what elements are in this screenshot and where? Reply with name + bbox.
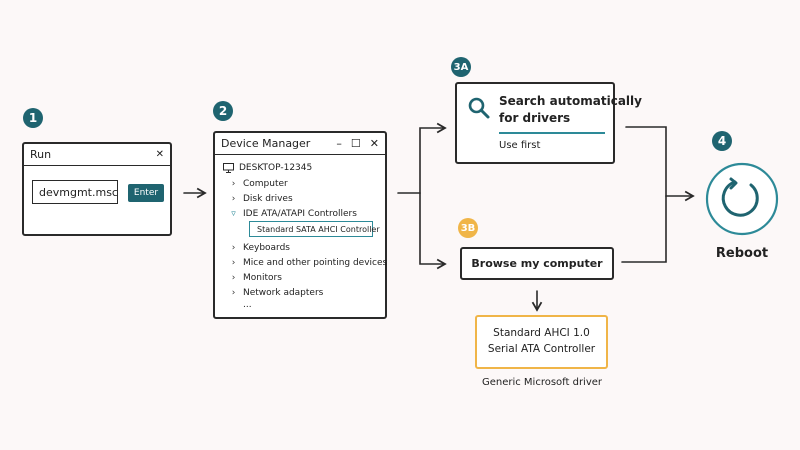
tree-item-label: Monitors: [243, 273, 282, 283]
connector-option-b-out: [621, 195, 667, 263]
step-4-badge: 4: [712, 131, 732, 151]
chevron-right-icon: ›: [231, 258, 236, 268]
tree-ellipsis: ...: [243, 300, 252, 310]
device-manager-title: Device Manager: [221, 137, 311, 150]
option-a-title-line1: Search automatically: [499, 94, 642, 108]
option-a-title-line2: for drivers: [499, 111, 571, 125]
arrow-to-option-a: [419, 122, 447, 194]
chevron-down-icon: ▿: [231, 209, 236, 219]
driver-caption: Generic Microsoft driver: [481, 377, 603, 388]
chevron-right-icon: ›: [231, 179, 236, 189]
tree-item-mice[interactable]: › Mice and other pointing devices: [229, 258, 388, 268]
chevron-right-icon: ›: [231, 194, 236, 204]
tree-item-label: Keyboards: [243, 243, 290, 253]
reboot-icon[interactable]: [703, 160, 781, 238]
device-manager-window: Device Manager – ☐ ✕ DESKTOP-12345 › Com…: [213, 131, 387, 319]
tree-item-keyboards[interactable]: › Keyboards: [229, 243, 290, 253]
reboot-label: Reboot: [715, 246, 769, 261]
driver-line1: Standard AHCI 1.0: [493, 327, 590, 339]
step-2-badge: 2: [213, 101, 233, 121]
close-icon[interactable]: ✕: [369, 137, 379, 150]
step-1-badge: 1: [23, 108, 43, 128]
tree-item-ide-controllers[interactable]: ▿ IDE ATA/ATAPI Controllers: [229, 209, 357, 219]
tree-item-label: Disk drives: [243, 194, 293, 204]
run-dialog-titlebar: Run ✕: [24, 144, 170, 166]
tree-item-label: Computer: [243, 179, 288, 189]
tree-item-monitors[interactable]: › Monitors: [229, 273, 282, 283]
maximize-icon[interactable]: ☐: [350, 137, 361, 150]
tree-item-selected-controller[interactable]: Standard SATA AHCI Controller: [249, 221, 380, 237]
chevron-right-icon: ›: [231, 288, 236, 298]
minimize-icon[interactable]: –: [336, 137, 342, 150]
driver-box: Standard AHCI 1.0 Serial ATA Controller: [475, 315, 608, 369]
option-browse-computer[interactable]: Browse my computer: [460, 247, 614, 280]
tree-item-label: Mice and other pointing devices: [243, 258, 388, 268]
device-manager-titlebar: Device Manager – ☐ ✕: [215, 133, 385, 155]
connector-option-a-out: [625, 126, 667, 197]
tree-item-network-adapters[interactable]: › Network adapters: [229, 288, 324, 298]
enter-button[interactable]: Enter: [128, 184, 164, 202]
chevron-right-icon: ›: [231, 273, 236, 283]
option-a-underline: [499, 132, 605, 134]
arrow-to-option-b: [419, 192, 447, 270]
option-a-note: Use first: [499, 140, 541, 151]
search-icon: [468, 97, 490, 119]
driver-line2: Serial ATA Controller: [487, 343, 596, 355]
option-b-label: Browse my computer: [471, 257, 603, 270]
chevron-right-icon: ›: [231, 243, 236, 253]
selected-controller-label: Standard SATA AHCI Controller: [257, 224, 380, 234]
tree-root-label: DESKTOP-12345: [239, 163, 313, 173]
run-command-input[interactable]: devmgmt.msc: [32, 180, 118, 204]
tree-item-computer[interactable]: › Computer: [229, 179, 288, 189]
step-3a-badge: 3A: [451, 57, 471, 77]
run-dialog-title: Run: [30, 148, 52, 161]
tree-item-label: IDE ATA/ATAPI Controllers: [243, 209, 357, 219]
tree-root[interactable]: DESKTOP-12345: [223, 163, 312, 173]
computer-icon: [223, 163, 234, 173]
run-dialog: Run ✕ devmgmt.msc Enter: [22, 142, 172, 236]
tree-item-label: Network adapters: [243, 288, 324, 298]
close-icon[interactable]: ✕: [155, 149, 164, 160]
tree-item-disk-drives[interactable]: › Disk drives: [229, 194, 293, 204]
option-search-automatically[interactable]: Search automatically for drivers Use fir…: [455, 82, 642, 164]
step-3b-badge: 3B: [458, 218, 478, 238]
